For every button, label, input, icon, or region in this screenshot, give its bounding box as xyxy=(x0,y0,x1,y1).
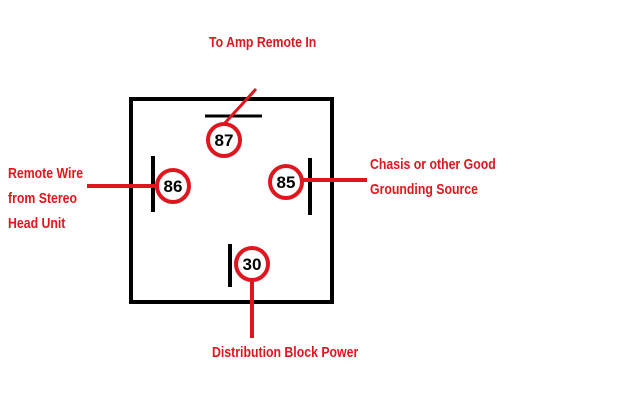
pin-87-circle xyxy=(206,122,242,158)
label-amp-remote: To Amp Remote In xyxy=(209,34,317,51)
pin-86-label: 86 xyxy=(164,177,183,196)
pin-85-circle xyxy=(268,164,304,200)
label-remote-wire: Remote Wire from Stereo Head Unit xyxy=(8,161,83,236)
label-remote-wire-line-2: from Stereo xyxy=(8,190,78,207)
pin-86-circle xyxy=(155,168,191,204)
label-remote-wire-line-3: Head Unit xyxy=(8,215,66,232)
label-ground-line-1: Chasis or other Good xyxy=(370,156,496,173)
pin-30-label: 30 xyxy=(243,255,262,274)
label-ground: Chasis or other Good Grounding Source xyxy=(370,152,496,202)
pin-87-label: 87 xyxy=(215,131,234,150)
label-ground-line-2: Grounding Source xyxy=(370,181,478,198)
label-remote-wire-line-1: Remote Wire xyxy=(8,165,84,182)
relay-body xyxy=(129,97,334,304)
wire-87 xyxy=(222,87,258,126)
pin-30-circle xyxy=(234,246,270,282)
pin-85-label: 85 xyxy=(277,173,296,192)
label-power: Distribution Block Power xyxy=(212,344,359,361)
